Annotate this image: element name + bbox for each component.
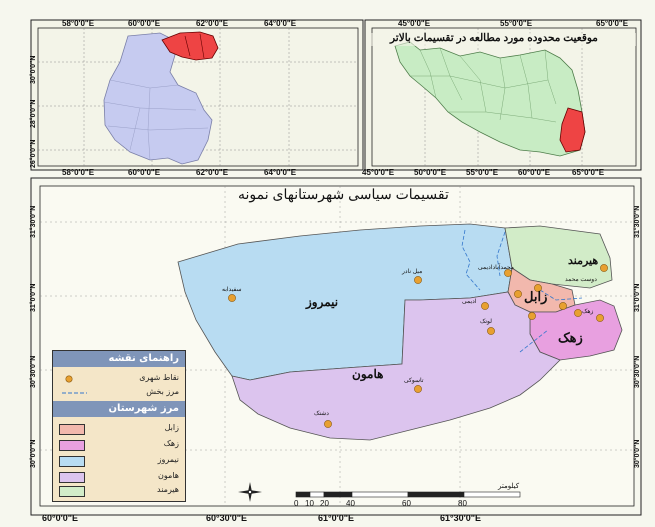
county-hamun-shape: [231, 291, 561, 441]
city-point: [528, 312, 536, 320]
main-map-lat-tick: 31°0'0"N: [30, 283, 37, 312]
legend-title: راهنمای نقشه: [53, 351, 185, 367]
right-inset-title: موقعیت محدوده مورد مطالعه در تقسیمات بال…: [390, 32, 598, 44]
city-label: محمدآبادادیمی: [478, 265, 515, 271]
legend-swatch: [59, 456, 85, 467]
legend-swatch: [59, 486, 85, 497]
scale-tick: 60: [402, 499, 411, 508]
city-point: [504, 269, 512, 277]
left-inset-top-tick: 64°0'0"E: [264, 19, 297, 28]
city-point: [596, 314, 604, 322]
main-map-lon-tick: 61°0'0"E: [318, 513, 355, 523]
study-province-shape: [559, 107, 586, 153]
main-map-title: تقسیمات سیاسی شهرستانهای نمونه: [238, 186, 449, 202]
legend-swatch: [59, 424, 85, 435]
right-inset-bottom-tick: 65°0'0"E: [572, 168, 605, 177]
legend-label: هیرمند: [157, 485, 179, 494]
county-label-zabol: زابل: [524, 289, 548, 304]
legend-group-title: مرز شهرستان: [53, 401, 185, 417]
scale-tick: 80: [458, 499, 467, 508]
right-inset-top-tick: 55°0'0"E: [500, 19, 533, 28]
legend-label: زابل: [164, 423, 179, 432]
left-inset-bottom-tick: 62°0'0"E: [196, 168, 229, 177]
legend-item-city-point: نقاط شهری: [57, 373, 181, 385]
city-label: سفیدابه: [222, 287, 242, 293]
legend-label: هامون: [158, 471, 179, 480]
study-area-shape: [161, 31, 219, 61]
city-point: [514, 290, 522, 298]
city-point: [481, 302, 489, 310]
city-label: میل نادر: [402, 269, 423, 275]
main-map-lat-tick: 30°30'0"N: [634, 355, 641, 388]
right-inset-bottom-tick: 60°0'0"E: [518, 168, 551, 177]
right-inset-bottom-tick: 55°0'0"E: [466, 168, 499, 177]
left-inset-top-tick: 60°0'0"E: [128, 19, 161, 28]
sistan-province-shape: [103, 32, 213, 165]
main-map-lat-tick: 31°30'0"N: [30, 205, 37, 238]
scale-bar: [295, 491, 521, 498]
city-point: [559, 302, 567, 310]
legend-swatch: [59, 440, 85, 451]
legend-label: زهک: [163, 439, 179, 448]
city-point: [324, 420, 332, 428]
city-label: تاسوکی: [404, 378, 424, 384]
legend-item-county: هامون: [57, 471, 181, 483]
left-inset-bottom-tick: 60°0'0"E: [128, 168, 161, 177]
legend-item-district-border: مرز بخش: [57, 387, 181, 399]
main-map-lon-tick: 61°30'0"E: [440, 513, 482, 523]
district-border-icon: [62, 392, 87, 394]
legend-item-county: زهک: [57, 439, 181, 451]
scale-tick: 0: [294, 499, 299, 508]
city-point: [228, 294, 236, 302]
city-point: [414, 276, 422, 284]
city-point: [534, 284, 542, 292]
main-map-lat-tick: 31°30'0"N: [634, 205, 641, 238]
main-map-lon-tick: 60°0'0"E: [42, 513, 79, 523]
city-point-icon: [65, 375, 73, 383]
city-label: دشتک: [314, 411, 329, 417]
left-inset-top-tick: 62°0'0"E: [196, 19, 229, 28]
right-inset-top-tick: 65°0'0"E: [596, 19, 629, 28]
scale-tick: 40: [346, 499, 355, 508]
main-map-lat-tick: 30°0'0"N: [634, 439, 641, 468]
main-map-lat-tick: 30°30'0"N: [30, 355, 37, 388]
right-inset-bottom-tick: 50°0'0"E: [414, 168, 447, 177]
scale-tick: 10: [305, 499, 314, 508]
right-inset-top-tick: 45°0'0"E: [398, 19, 431, 28]
county-label-hirmand: هیرمند: [568, 255, 599, 267]
legend-label: مرز بخش: [146, 387, 179, 396]
map-legend: راهنمای نقشه نقاط شهری مرز بخش مرز شهرست…: [52, 350, 186, 502]
main-map-lat-tick: 31°0'0"N: [634, 283, 641, 312]
city-point: [600, 264, 608, 272]
county-label-nimruz: نیمروز: [306, 295, 339, 309]
city-point: [414, 385, 422, 393]
legend-item-county: هیرمند: [57, 485, 181, 497]
city-label: دوست محمد: [565, 277, 597, 283]
city-label: ادیمی: [462, 299, 477, 305]
scale-unit: کیلومتر: [498, 483, 520, 490]
compass-rose-icon: [238, 482, 262, 502]
right-inset-bottom-tick: 45°0'0"E: [362, 168, 395, 177]
left-inset-bottom-tick: 64°0'0"E: [264, 168, 297, 177]
county-label-hamun: هامون: [352, 367, 384, 381]
county-label-zahak: زهک: [558, 330, 583, 345]
city-point: [487, 327, 495, 335]
main-map-lat-tick: 30°0'0"N: [30, 439, 37, 468]
left-inset-top-tick: 58°0'0"E: [62, 19, 95, 28]
legend-label: نیمروز: [157, 455, 179, 464]
city-label: لوتک: [480, 319, 492, 325]
legend-item-county: زابل: [57, 423, 181, 435]
city-label: زهک: [582, 309, 594, 315]
legend-item-county: نیمروز: [57, 455, 181, 467]
legend-label: نقاط شهری: [139, 373, 179, 382]
legend-swatch: [59, 472, 85, 483]
main-map-lon-tick: 60°30'0"E: [206, 513, 248, 523]
city-point: [574, 309, 582, 317]
left-inset-bottom-tick: 58°0'0"E: [62, 168, 95, 177]
scale-tick: 20: [320, 499, 329, 508]
